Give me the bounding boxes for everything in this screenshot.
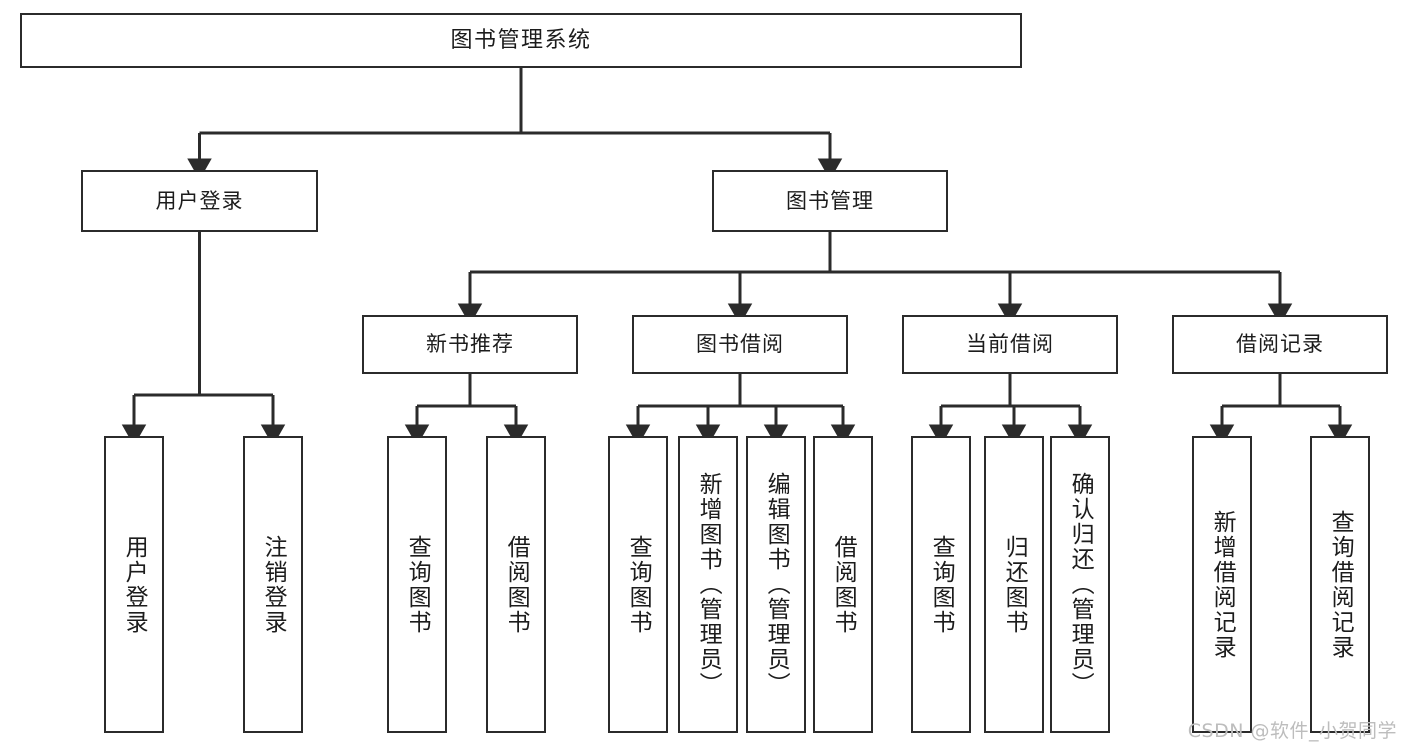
node-newbook[interactable]: 新书推荐 — [362, 315, 578, 374]
node-label: 图书管理系统 — [450, 27, 592, 53]
node-leaf-nb-borrow[interactable]: 借阅图书 — [486, 436, 546, 733]
node-label: 查询图书 — [928, 534, 955, 635]
node-leaf-rec-add[interactable]: 新增借阅记录 — [1192, 436, 1252, 733]
node-login[interactable]: 用户登录 — [81, 170, 318, 232]
node-label: 注销登录 — [260, 534, 287, 635]
node-label: 用户登录 — [155, 188, 244, 213]
node-label: 图书借阅 — [696, 332, 784, 357]
node-label: 归还图书 — [1001, 534, 1028, 635]
node-label: 查询图书 — [625, 534, 652, 635]
node-label: 图书管理 — [786, 188, 874, 213]
node-current[interactable]: 当前借阅 — [902, 315, 1118, 374]
node-label: 确认归还（管理员） — [1067, 472, 1094, 697]
node-leaf-rec-query[interactable]: 查询借阅记录 — [1310, 436, 1370, 733]
node-leaf-bw-query[interactable]: 查询图书 — [608, 436, 668, 733]
node-label: 借阅图书 — [503, 534, 530, 635]
node-label: 查询图书 — [404, 534, 431, 635]
node-leaf-bw-add[interactable]: 新增图书（管理员） — [678, 436, 738, 733]
node-label: 编辑图书（管理员） — [763, 472, 790, 697]
node-label: 新增借阅记录 — [1209, 509, 1236, 660]
node-borrow[interactable]: 图书借阅 — [632, 315, 848, 374]
node-leaf-user-login[interactable]: 用户登录 — [104, 436, 164, 733]
node-label: 新增图书（管理员） — [695, 472, 722, 697]
node-leaf-user-logout[interactable]: 注销登录 — [243, 436, 303, 733]
node-label: 借阅图书 — [830, 534, 857, 635]
node-leaf-cur-return[interactable]: 归还图书 — [984, 436, 1044, 733]
node-leaf-cur-confirm[interactable]: 确认归还（管理员） — [1050, 436, 1110, 733]
node-leaf-bw-borrow[interactable]: 借阅图书 — [813, 436, 873, 733]
node-label: 用户登录 — [121, 534, 148, 635]
node-leaf-nb-query[interactable]: 查询图书 — [387, 436, 447, 733]
node-leaf-cur-query[interactable]: 查询图书 — [911, 436, 971, 733]
node-label: 新书推荐 — [426, 332, 514, 357]
node-root[interactable]: 图书管理系统 — [20, 13, 1022, 68]
node-label: 查询借阅记录 — [1327, 509, 1354, 660]
node-bookmgmt[interactable]: 图书管理 — [712, 170, 948, 232]
node-records[interactable]: 借阅记录 — [1172, 315, 1388, 374]
node-label: 当前借阅 — [966, 332, 1054, 357]
node-leaf-bw-edit[interactable]: 编辑图书（管理员） — [746, 436, 806, 733]
node-label: 借阅记录 — [1236, 332, 1324, 357]
